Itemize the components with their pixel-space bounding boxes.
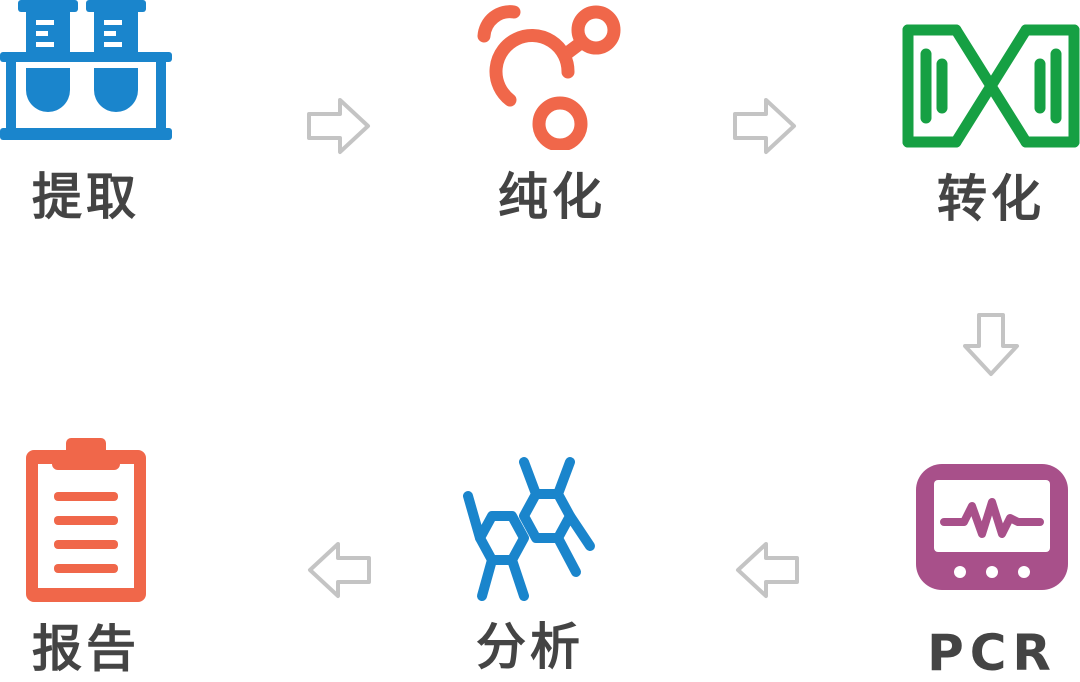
arrow-transformation-to-pcr bbox=[961, 312, 1021, 378]
arrow-extraction-to-purification bbox=[306, 96, 372, 156]
molecule-icon bbox=[477, 5, 621, 150]
step-transformation: 转化 bbox=[902, 24, 1080, 224]
step-extraction: 提取 bbox=[0, 0, 172, 222]
arrow-left-icon bbox=[308, 542, 371, 598]
step-label-report: 报告 bbox=[32, 620, 140, 678]
arrow-purification-to-transformation bbox=[732, 96, 798, 156]
step-label-analysis: 分析 bbox=[476, 618, 584, 676]
arrow-analysis-to-report bbox=[306, 540, 372, 600]
clipboard-icon bbox=[26, 438, 146, 602]
step-analysis: 分析 bbox=[462, 456, 598, 672]
dna-helix-icon bbox=[902, 24, 1080, 148]
arrow-right-icon bbox=[733, 98, 796, 154]
test-tubes-icon bbox=[0, 0, 172, 140]
step-report: 报告 bbox=[24, 438, 148, 674]
hexagon-structure-icon bbox=[463, 457, 595, 601]
step-label-extraction: 提取 bbox=[32, 168, 140, 226]
pcr-monitor-icon bbox=[916, 464, 1068, 590]
step-label-purification: 纯化 bbox=[498, 168, 606, 226]
step-label-pcr: PCR bbox=[927, 624, 1057, 682]
arrow-left-icon bbox=[736, 542, 799, 598]
arrow-down-icon bbox=[963, 313, 1019, 376]
arrow-right-icon bbox=[307, 98, 370, 154]
step-label-transformation: 转化 bbox=[937, 170, 1045, 228]
step-pcr: PCR bbox=[912, 462, 1072, 678]
arrow-pcr-to-analysis bbox=[734, 540, 800, 600]
step-purification: 纯化 bbox=[470, 0, 634, 222]
